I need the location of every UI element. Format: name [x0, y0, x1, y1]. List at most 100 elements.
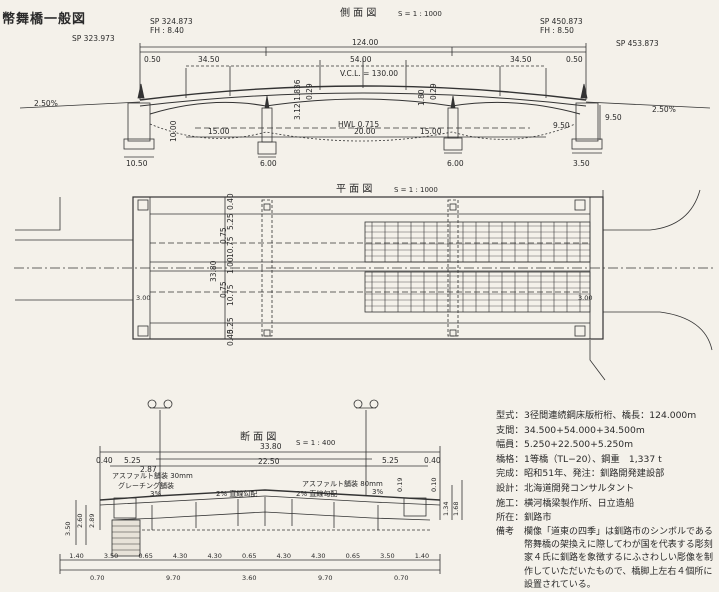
spec-label: 支間： [496, 424, 524, 436]
plan-offset-1: 0.40 [226, 193, 235, 210]
spec-label: 型式： [496, 410, 524, 421]
asphalt-road: アスファルト舗装 80mm [302, 479, 383, 488]
rot-label-1: 3.12 1.836 [293, 79, 302, 120]
grating-label: グレーチング舗装 [118, 481, 174, 490]
span-1: 34.50 [198, 55, 220, 64]
section-bottom-dim: 1.40 [415, 552, 429, 560]
spec-label: 橋格： [496, 453, 524, 465]
section-bottom-dim: 3.50 [104, 552, 118, 560]
plan-view-heading: 平 面 図 [336, 183, 372, 195]
crown-left: 2% 直線勾配 [216, 489, 257, 498]
total-length: 124.00 [352, 38, 378, 47]
spec-value: 34.500+54.000+34.500m [524, 424, 645, 436]
end-gap-right: 0.50 [566, 55, 583, 64]
drawing-title: 幣舞橋一般図 [2, 12, 87, 27]
pct-right: 3% [372, 488, 383, 496]
spec-label: 所在： [496, 512, 524, 524]
dim-under-3: 15.00 [420, 127, 442, 136]
plan-width-total: 33.80 [209, 260, 218, 282]
spec-label: 完成： [496, 468, 524, 480]
plan-width-2: 10.75 [226, 236, 235, 258]
grade-left: 2.50% [34, 99, 58, 108]
section-bottom-dim: 3.50 [380, 552, 394, 560]
section-view-heading: 断 面 図 [240, 430, 276, 443]
crown-right: 2% 直線勾配 [296, 489, 337, 498]
spec-label: 幅員： [496, 439, 524, 451]
section-label-left: 2.87 [140, 465, 157, 474]
h-right-2: 1.68 [452, 502, 460, 516]
spec-row: 型式：3径間連続鋼床版桁桁、橋長：124.000m [496, 409, 716, 424]
section-bottom-dim: 4.30 [277, 552, 291, 560]
spec-label: 施工： [496, 497, 524, 509]
spec-row: 設計：北海道開発コンサルタント [496, 482, 716, 497]
fh-right: FH : 8.50 [540, 26, 574, 35]
spec-value: 横河橋梁製作所、日立造船 [524, 497, 635, 509]
spec-value: 北海道開発コンサルタント [524, 482, 635, 494]
h-left-3: 2.89 [88, 514, 96, 528]
note-text: 欄像「道東の四季」は釧路市のシンボルである幣舞橋の架換えに際してわが国を代表する… [524, 527, 714, 590]
plan-offset-4: 0.75 [219, 281, 228, 298]
side-small-3: 3.50 [573, 159, 590, 168]
span-3: 34.50 [510, 55, 532, 64]
section-bottom-dim: 4.30 [207, 552, 221, 560]
section-bottom-total: 0.70 [90, 574, 104, 582]
side-small-1: 9.50 [605, 113, 622, 122]
sp-right: SP 453.873 [616, 39, 659, 48]
sp-left: SP 323.973 [72, 34, 115, 43]
spec-value: 3径間連続鋼床版桁桁、橋長：124.000m [524, 410, 697, 421]
section-bottom-dim: 1.40 [69, 552, 83, 560]
hwl-label: HWL 0.715 [338, 120, 379, 129]
spec-row: 施工：横河橋梁製作所、日立造船 [496, 497, 716, 512]
dim-under-1: 15.00 [208, 127, 230, 136]
h-left-1: 3.50 [64, 522, 72, 536]
spec-row: 幅員：5.250+22.500+5.250m [496, 438, 716, 453]
spec-row: 支間：34.500+54.000+34.500m [496, 424, 716, 439]
section-bottom-total: 9.70 [318, 574, 332, 582]
rot-label-2: 0.29 [305, 83, 314, 100]
section-top-total: 33.80 [260, 442, 282, 451]
spec-row: 完成：昭和51年、発注：釧路開発建設部 [496, 467, 716, 482]
plan-width-4: 10.75 [226, 284, 235, 306]
side-view [19, 43, 711, 158]
section-bottom-total: 0.70 [394, 574, 408, 582]
sp-right-top: SP 450.873 [540, 17, 583, 26]
section-bottom-total: 3.60 [242, 574, 256, 582]
section-bottom-dim: 4.30 [173, 552, 187, 560]
end-gap-left: 0.50 [144, 55, 161, 64]
sp-left-top: SP 324.873 [150, 17, 193, 26]
section-bottom-dim: 0.65 [138, 552, 152, 560]
rot-label-3: 1.80 [417, 89, 426, 106]
h-left-2: 2.60 [76, 514, 84, 528]
plan-width-5: 5.25 [226, 317, 235, 334]
pct-left: 3% [150, 490, 161, 498]
section-edge-left: 0.40 [96, 456, 113, 465]
spec-value: 昭和51年、発注：釧路開発建設部 [524, 468, 665, 480]
section-bottom-dim: 0.65 [346, 552, 360, 560]
side-misc-1: 6.00 [260, 159, 277, 168]
grade-right: 2.50% [652, 105, 676, 114]
side-misc-2: 10.00 [169, 120, 178, 142]
note-block: 備考 欄像「道東の四季」は釧路市のシンボルである幣舞橋の架換えに際してわが国を代… [496, 526, 716, 592]
section-bottom-dim: 4.30 [311, 552, 325, 560]
fh-left: FH : 8.40 [150, 26, 184, 35]
side-view-heading: 側 面 図 [340, 6, 376, 19]
plan-offset-2: 0.40 [226, 329, 235, 346]
section-edge-right: 0.40 [424, 456, 441, 465]
span-2: 54.00 [350, 55, 372, 64]
side-small-4: 6.00 [447, 159, 464, 168]
section-view-scale: S = 1 : 400 [296, 439, 335, 447]
plan-view-scale: S = 1 : 1000 [394, 186, 438, 194]
spec-value: 5.250+22.500+5.250m [524, 439, 634, 451]
h-right-4: 0.10 [430, 478, 438, 492]
vcl-label: V.C.L. = 130.00 [340, 69, 398, 78]
section-sidewalk-right: 5.25 [382, 456, 399, 465]
plan-view [14, 189, 714, 381]
plan-abut-1: 3.00 [136, 294, 150, 302]
side-view-scale: S = 1 : 1000 [398, 10, 442, 18]
spec-value: 1等橋（TL−20）、鋼重 1,337 t [524, 453, 662, 465]
side-small-5: 10.50 [126, 159, 148, 168]
section-bottom-total: 9.70 [166, 574, 180, 582]
note-label: 備考 [496, 527, 515, 537]
